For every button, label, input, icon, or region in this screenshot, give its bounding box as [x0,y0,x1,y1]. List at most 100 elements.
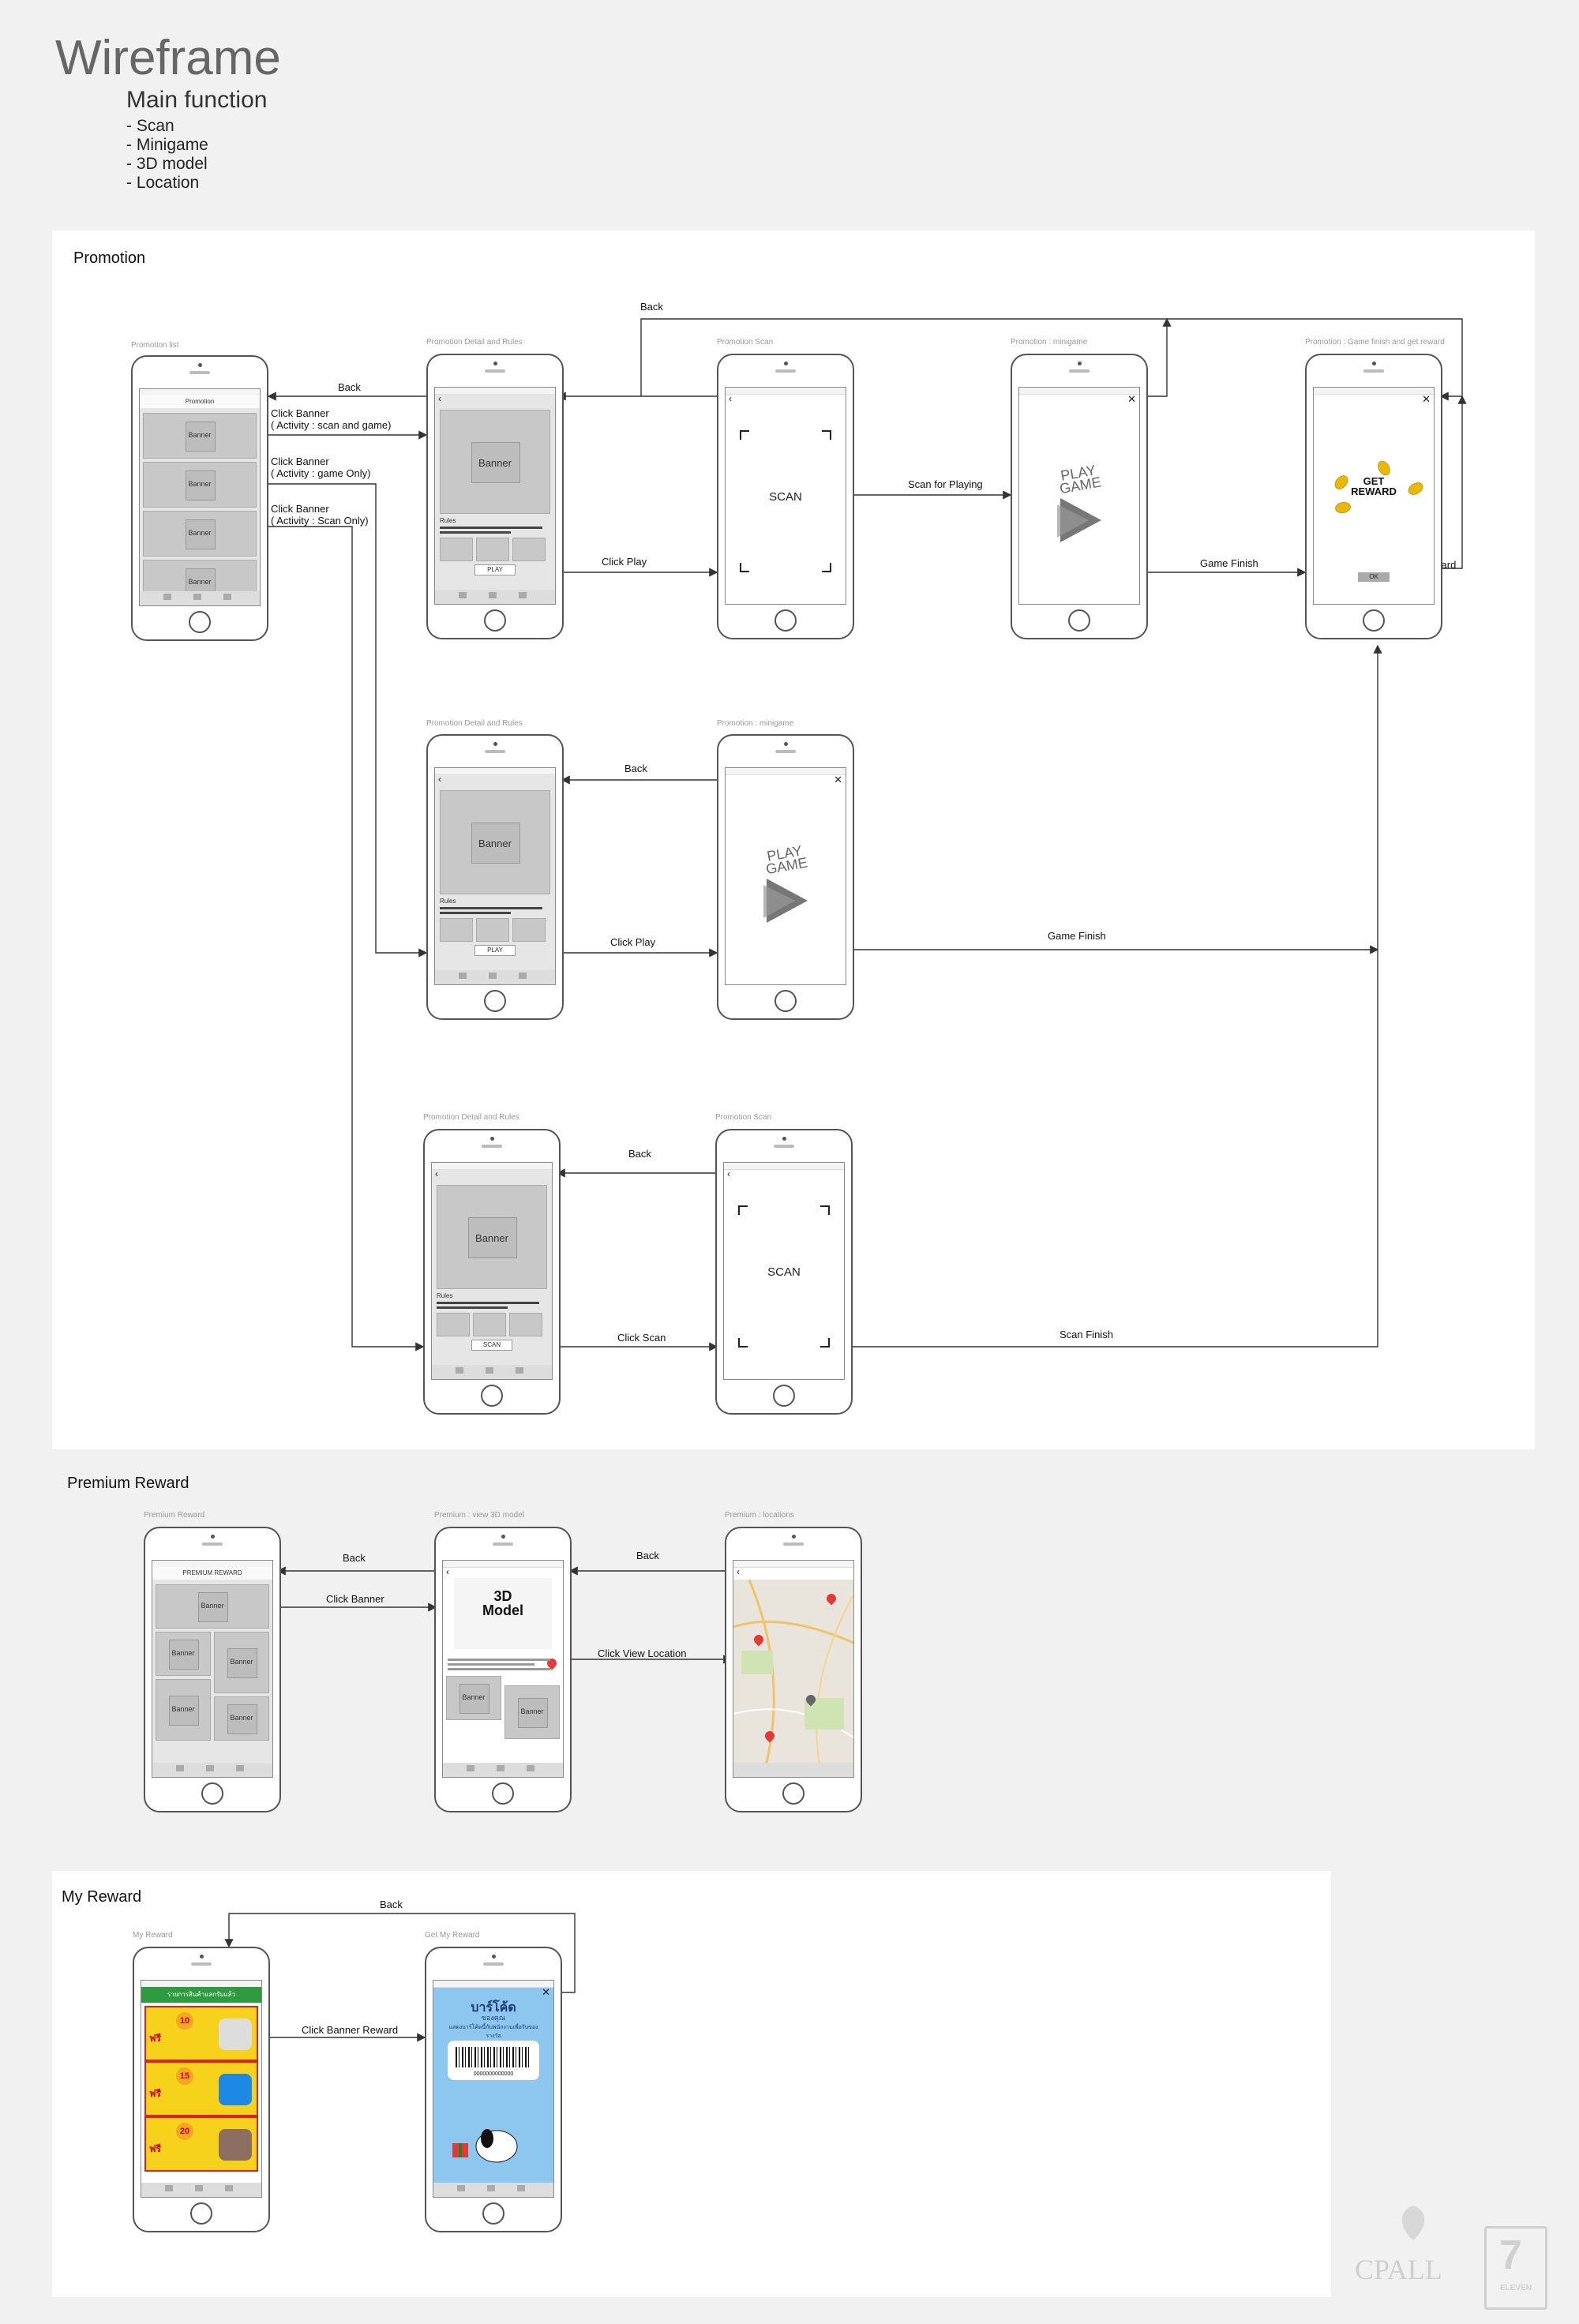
get-reward-heading: บาร์โค้ด [471,2001,516,2015]
home-button[interactable] [774,609,797,632]
close-icon[interactable]: ✕ [1422,393,1431,405]
home-button[interactable] [484,990,506,1012]
close-icon[interactable]: ✕ [1127,393,1136,405]
promo-banner[interactable]: Banner [143,462,257,508]
screen-label: Promotion Detail and Rules [423,1113,519,1122]
back-icon[interactable]: ‹ [737,1566,740,1577]
label-click-banner: Click Banner [271,407,329,419]
snoopy-illustration-icon [452,2129,518,2163]
premium-banner[interactable]: Banner [214,1632,269,1693]
promo-banner[interactable]: Banner [143,413,257,459]
home-button[interactable] [773,1385,795,1407]
label-activity: ( Activity : game Only) [271,467,371,479]
label-back: Back [343,1552,366,1564]
page-subtitle: Main function [126,87,268,113]
label-back: Back [628,1148,651,1160]
back-icon[interactable]: ‹ [438,774,441,785]
premium-banner[interactable]: Banner [156,1679,211,1741]
screen-label: Promotion Scan [717,338,774,347]
location-map[interactable] [733,1580,853,1769]
back-icon[interactable]: ‹ [446,1566,449,1577]
reward-item[interactable]: 10 ฟรี [144,2006,258,2061]
label-click-view-location: Click View Location [598,1647,687,1659]
play-button[interactable]: PLAY [474,564,516,575]
label-click-banner: Click Banner [326,1593,384,1605]
premium-banner[interactable]: Banner [156,1632,211,1676]
label-back: Back [624,763,647,774]
coin-icon [1333,500,1352,515]
phone-promo-detail: ‹ Banner Rules PLAY [426,734,564,1020]
close-icon[interactable]: ✕ [834,774,842,785]
arrow-back-finish [640,318,1463,401]
label-back: Back [380,1899,403,1910]
home-button[interactable] [492,1782,514,1805]
screen-label: Premium : locations [725,1511,794,1520]
screen-label: Promotion : Game finish and get reward [1305,338,1445,347]
cpall-logo: CPALL [1355,2202,1465,2305]
play-button[interactable]: PLAY [474,945,516,956]
label-back: Back [338,381,361,393]
screen-label: Promotion : minigame [717,719,794,728]
premium-banner[interactable]: Banner [214,1696,269,1741]
home-button[interactable] [484,609,506,632]
phone-promo-detail: ‹ Banner Rules PLAY [426,354,564,639]
reward-item[interactable]: 15 ฟรี [144,2061,258,2116]
home-button[interactable] [774,990,797,1012]
promo-banner[interactable]: Banner [143,511,257,557]
arrow-back-minigame [1145,317,1172,397]
phone-promotion-list: Promotion Banner Banner Banner Banner [131,355,268,641]
premium-banner[interactable]: Banner [156,1584,269,1629]
back-icon[interactable]: ‹ [727,1168,730,1179]
label-back: Back [636,1550,659,1561]
close-icon[interactable]: ✕ [542,1986,550,1998]
label-scan-finish: Scan Finish [1060,1329,1113,1340]
back-icon[interactable]: ‹ [729,393,732,404]
section-label-premium: Premium Reward [67,1475,189,1492]
label-activity: ( Activity : Scan Only) [271,515,369,527]
home-button[interactable] [189,611,211,633]
home-button[interactable] [190,2202,212,2225]
screen-label: Promotion : minigame [1011,338,1088,347]
home-button[interactable] [482,2202,504,2225]
seven-eleven-logo: 7 ELEVEN [1484,2226,1547,2310]
reward-item[interactable]: 20 ฟรี [144,2116,258,2172]
feature-item: - Scan [126,117,174,135]
home-button[interactable] [782,1782,805,1805]
ok-button[interactable]: OK [1358,572,1390,582]
screen-label: Get My Reward [425,1931,480,1940]
label-click-banner: Click Banner [271,503,329,515]
home-button[interactable] [201,1782,223,1805]
back-icon[interactable]: ‹ [438,393,441,404]
nav-title: Promotion [140,395,260,408]
detail-banner: Banner [437,1185,547,1289]
phone-premium-reward: PREMIUM REWARD Banner Banner Banner Bann… [144,1527,281,1812]
rules-label: Rules [437,1292,453,1299]
page-title: Wireframe [55,31,281,85]
scan-label: SCAN [769,490,802,504]
arrow-scan-finish [849,644,1382,1348]
play-icon[interactable] [763,879,811,923]
home-button[interactable] [1068,609,1090,632]
get-reward-text: แสดงบาร์โค้ดนี้กับพนักงานเพื่อรับของรางว… [448,2025,538,2039]
home-button[interactable] [1363,609,1385,632]
myreward-header: รายการสินค้าแลกรับแล้ว [141,1987,261,2003]
back-icon[interactable]: ‹ [435,1168,438,1179]
scan-label: SCAN [767,1265,801,1279]
premium-banner[interactable]: Banner [446,1676,501,1720]
premium-banner[interactable]: Banner [504,1685,560,1739]
phone-my-reward: รายการสินค้าแลกรับแล้ว 10 ฟรี 15 ฟรี 20 … [133,1947,270,2232]
section-label-myreward: My Reward [62,1888,142,1906]
feature-item: - Location [126,174,200,192]
play-icon[interactable] [1057,498,1105,542]
home-button[interactable] [481,1385,503,1407]
label-activity: ( Activity : scan and game) [271,419,392,431]
screen-label: My Reward [133,1931,173,1940]
arrow-click-banner-3 [257,526,425,1351]
feature-item: - Minigame [126,136,208,154]
scan-button[interactable]: SCAN [471,1340,512,1351]
